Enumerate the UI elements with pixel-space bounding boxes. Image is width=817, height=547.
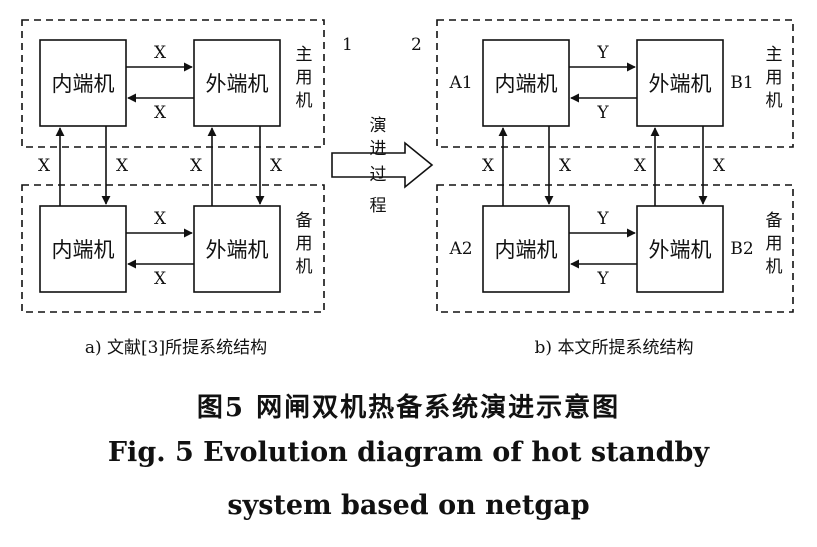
link-label: Y — [596, 103, 609, 123]
svg-text:主: 主 — [766, 45, 783, 65]
group-main-label-b: 主 用 机 — [766, 45, 783, 111]
group-backup-b — [436, 184, 794, 313]
link-label: X — [270, 156, 283, 176]
link-label: X — [154, 43, 167, 63]
inner-machine-b-main: 内端机 — [482, 39, 570, 127]
outer-machine-a-main: 外端机 — [193, 39, 281, 127]
link-label: Y — [596, 209, 609, 229]
figure-caption-en-line1: Fig. 5 Evolution diagram of hot standby — [107, 437, 710, 468]
svg-text:机: 机 — [296, 91, 313, 111]
link-label: X — [154, 103, 167, 123]
group-main-a — [21, 19, 325, 148]
svg-text:内端机: 内端机 — [52, 238, 115, 262]
svg-text:外端机: 外端机 — [649, 238, 712, 262]
link-label: X — [713, 156, 726, 176]
svg-text:内端机: 内端机 — [52, 72, 115, 96]
svg-text:外端机: 外端机 — [206, 238, 269, 262]
svg-text:内端机: 内端机 — [495, 238, 558, 262]
svg-text:用: 用 — [766, 68, 783, 88]
node-b1-label: B1 — [730, 73, 753, 93]
svg-text:外端机: 外端机 — [206, 72, 269, 96]
svg-text:用: 用 — [296, 68, 313, 88]
link-label: Y — [596, 43, 609, 63]
group-backup-a — [21, 184, 325, 313]
panel-a-caption: a) 文献[3]所提系统结构 — [85, 338, 267, 358]
group-backup-label-a: 备 用 机 — [296, 211, 313, 277]
svg-text:过: 过 — [370, 165, 387, 185]
outer-machine-b-main: 外端机 — [636, 39, 724, 127]
svg-text:主: 主 — [296, 45, 313, 65]
outer-machine-a-backup: 外端机 — [193, 205, 281, 293]
link-label: X — [190, 156, 203, 176]
group-main-label-a: 主 用 机 — [296, 45, 313, 111]
link-label: X — [634, 156, 647, 176]
svg-text:用: 用 — [296, 234, 313, 254]
svg-text:机: 机 — [766, 91, 783, 111]
inner-machine-a-main: 内端机 — [39, 39, 127, 127]
node-a2-label: A2 — [448, 239, 472, 259]
svg-text:备: 备 — [766, 211, 783, 231]
svg-text:内端机: 内端机 — [495, 72, 558, 96]
node-b2-label: B2 — [730, 239, 753, 259]
svg-text:进: 进 — [370, 139, 387, 159]
panel-a: 1 内端机 外端机 内端机 外端机 X X X X X X — [21, 19, 353, 358]
group-backup-label-b: 备 用 机 — [766, 211, 783, 277]
svg-text:程: 程 — [370, 196, 387, 216]
panel-b-number: 2 — [411, 35, 422, 55]
svg-text:机: 机 — [766, 257, 783, 277]
link-label: X — [482, 156, 495, 176]
inner-machine-b-backup: 内端机 — [482, 205, 570, 293]
svg-text:用: 用 — [766, 234, 783, 254]
evolution-arrow: 演 进 过 程 — [331, 116, 434, 216]
node-a1-label: A1 — [448, 73, 472, 93]
svg-text:机: 机 — [296, 257, 313, 277]
link-label: X — [154, 209, 167, 229]
figure-caption-zh: 图5 网闸双机热备系统演进示意图 — [196, 393, 621, 423]
outer-machine-b-backup: 外端机 — [636, 205, 724, 293]
link-label: X — [116, 156, 129, 176]
group-main-b — [436, 19, 794, 148]
hollow-arrow-shape — [331, 141, 434, 189]
panel-b-caption: b) 本文所提系统结构 — [535, 338, 694, 358]
panel-a-number: 1 — [342, 35, 353, 55]
link-label: X — [154, 269, 167, 289]
link-label: X — [38, 156, 51, 176]
svg-text:备: 备 — [296, 211, 313, 231]
link-label: Y — [596, 269, 609, 289]
svg-text:演: 演 — [370, 116, 387, 136]
link-label: X — [559, 156, 572, 176]
panel-b: 2 A1 B1 A2 B2 内端机 外端机 内端机 外端机 Y Y Y Y — [411, 19, 794, 358]
svg-text:外端机: 外端机 — [649, 72, 712, 96]
inner-machine-a-backup: 内端机 — [39, 205, 127, 293]
figure-caption-en-line2: system based on netgap — [227, 490, 590, 521]
